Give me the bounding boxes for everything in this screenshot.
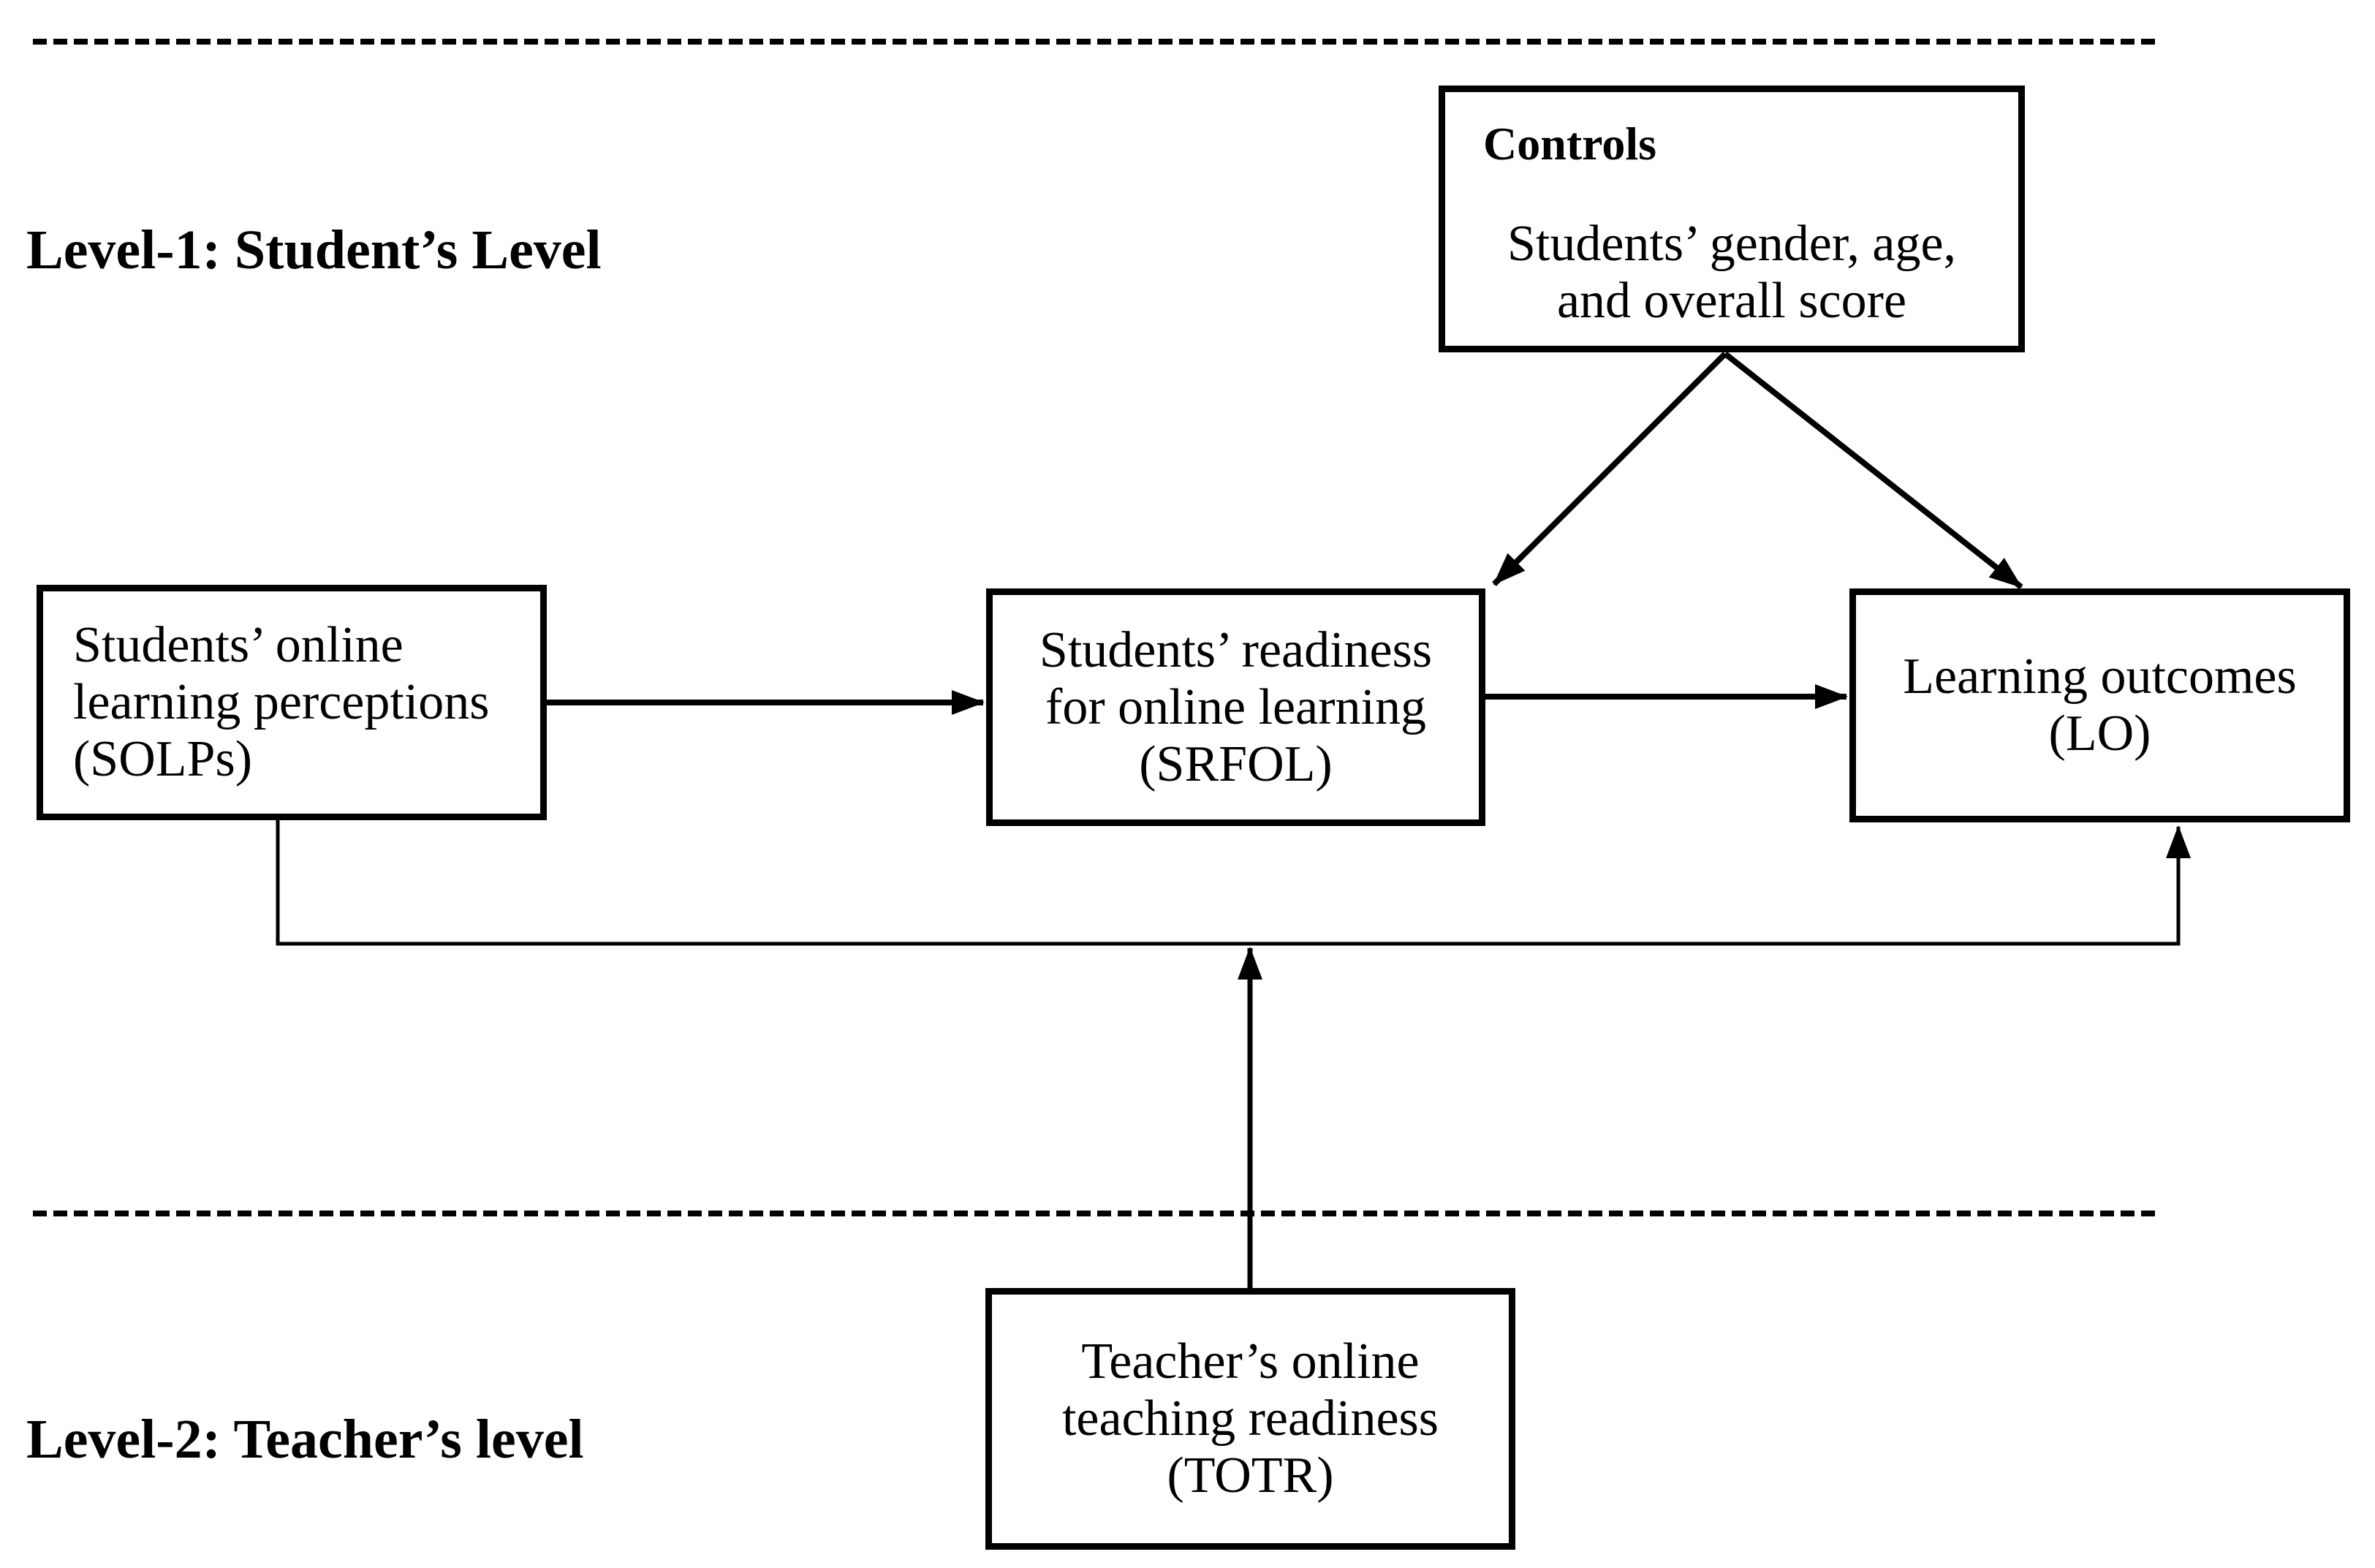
controls-box: Controls Students’ gender, age, and over… bbox=[1439, 86, 2025, 352]
level2-label: Level-2: Teacher’s level bbox=[26, 1409, 584, 1470]
totr-box-label: Teacher’s online teaching readiness (TOT… bbox=[1061, 1333, 1439, 1504]
lo-box: Learning outcomes (LO) bbox=[1849, 588, 2350, 822]
lo-box-label: Learning outcomes (LO) bbox=[1903, 648, 2297, 762]
controls-box-body: Students’ gender, age, and overall score bbox=[1507, 216, 1957, 329]
controls-box-title: Controls bbox=[1483, 118, 1657, 170]
totr-box: Teacher’s online teaching readiness (TOT… bbox=[985, 1288, 1515, 1550]
solps-box-label: Students’ online learning perceptions (S… bbox=[73, 617, 490, 787]
srfol-box: Students’ readiness for online learning … bbox=[986, 588, 1485, 826]
arrow-controls-to-lo bbox=[1723, 351, 2023, 590]
solps-box: Students’ online learning perceptions (S… bbox=[37, 585, 547, 820]
srfol-box-label: Students’ readiness for online learning … bbox=[1039, 621, 1433, 792]
arrow-controls-to-srfol bbox=[1492, 352, 1727, 586]
arrow-solps-to-lo-bottom-path bbox=[276, 820, 2191, 946]
level1-label: Level-1: Student’s Level bbox=[26, 219, 602, 281]
